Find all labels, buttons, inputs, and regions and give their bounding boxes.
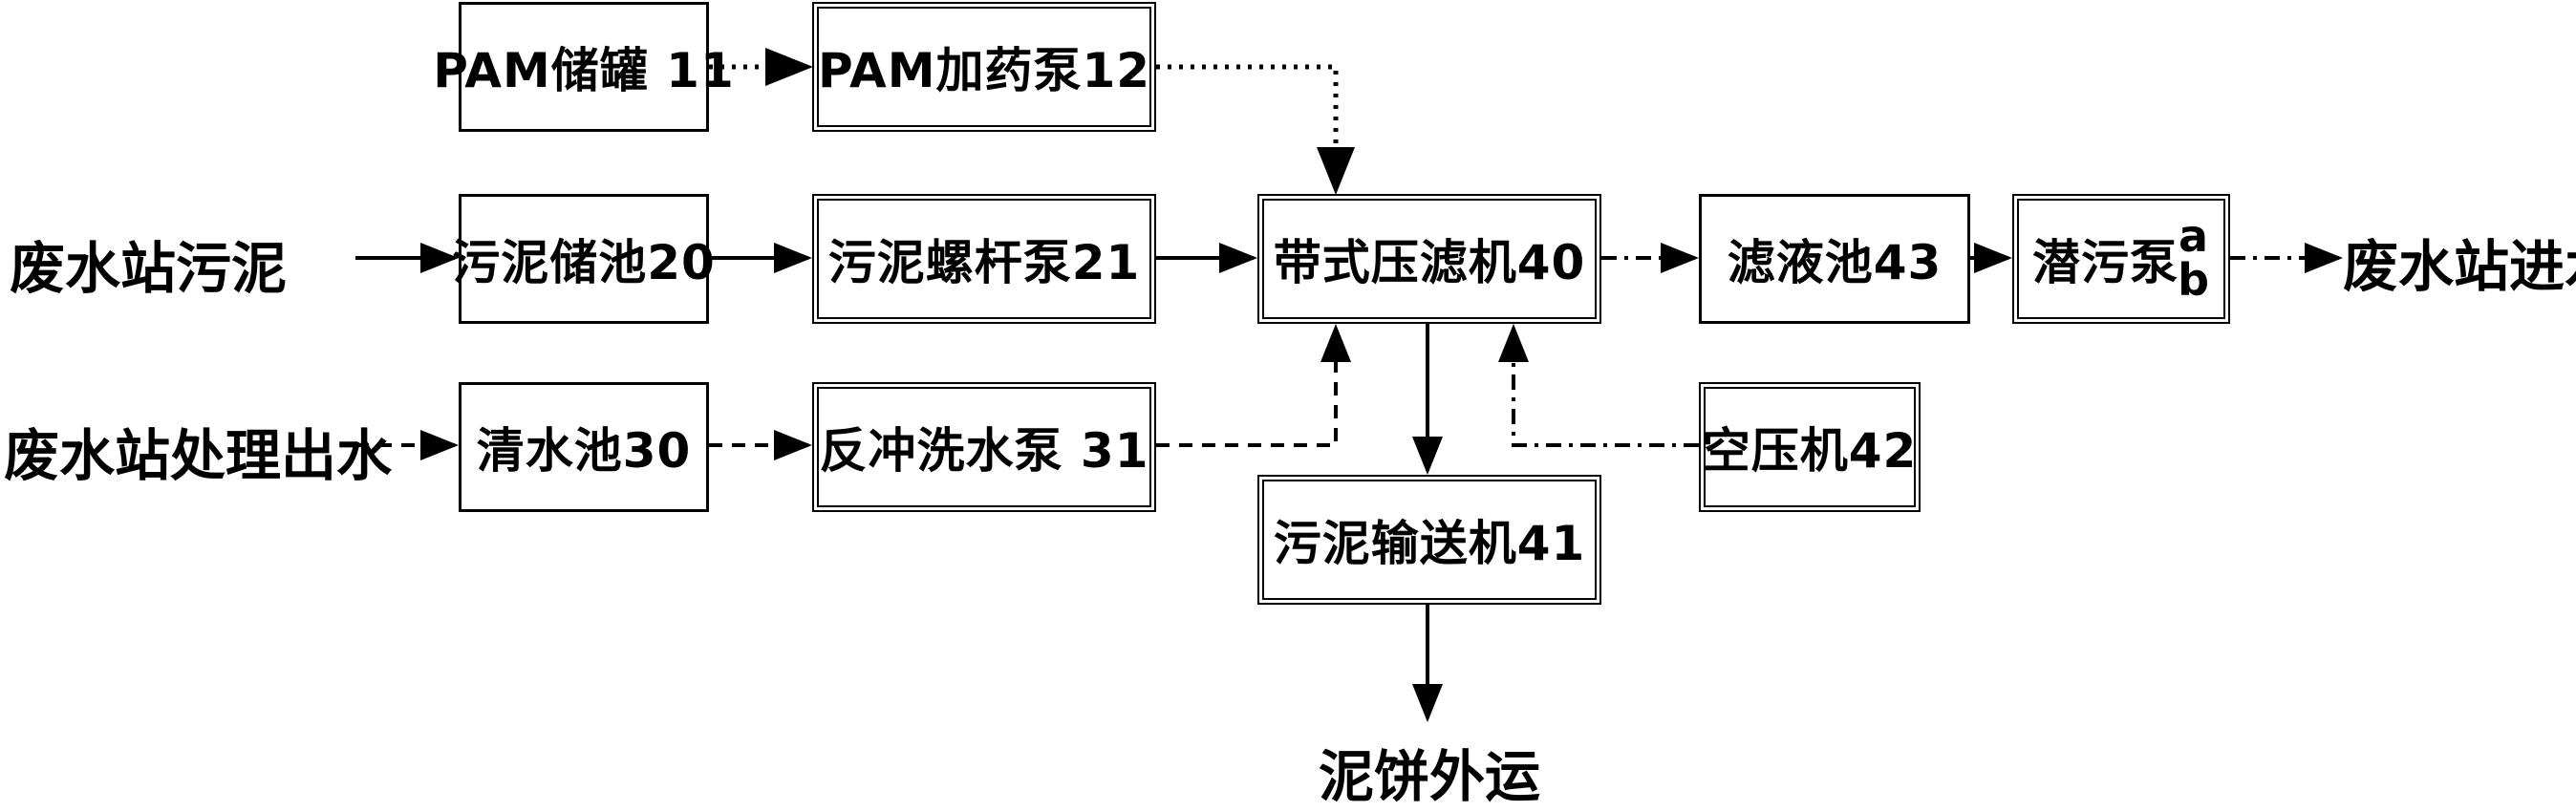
submersible-pump-label: 潜污泵 xyxy=(2032,235,2179,290)
belt-filter-press-label: 带式压滤机40 xyxy=(1273,235,1586,290)
belt-filter-press-box: 带式压滤机40 xyxy=(1257,194,1601,324)
output-sludge-cake-label: 泥饼外运 xyxy=(1319,744,1541,809)
sludge-screw-pump-label: 污泥螺杆泵21 xyxy=(827,235,1141,290)
submersible-pump-box: 潜污泵 a b xyxy=(2012,194,2230,324)
sludge-conveyor-label: 污泥输送机41 xyxy=(1273,516,1586,571)
backwash-pump-label: 反冲洗水泵 31 xyxy=(819,423,1149,479)
submersible-pump-a-label: a xyxy=(2179,210,2210,262)
backwash-pump-box: 反冲洗水泵 31 xyxy=(812,382,1156,512)
connector-backwash-to-press xyxy=(1156,324,1351,447)
sludge-storage-tank-box: 污泥储池20 xyxy=(452,194,715,324)
submersible-pump-b-label: b xyxy=(2178,254,2210,306)
output-wastewater-inlet-label: 废水站进水 xyxy=(2343,234,2576,299)
filtrate-tank-label: 滤液池43 xyxy=(1727,235,1943,290)
input-wastewater-sludge-label: 废水站污泥 xyxy=(10,236,288,301)
sludge-conveyor-box: 污泥输送机41 xyxy=(1257,475,1601,605)
connector-air-to-press xyxy=(1498,324,1699,447)
clear-water-tank-label: 清水池30 xyxy=(476,423,692,479)
pam-tank-box: PAM储罐 11 xyxy=(433,2,734,132)
pam-dosing-pump-box: PAM加药泵12 xyxy=(812,2,1156,132)
pam-tank-label: PAM储罐 11 xyxy=(433,43,735,98)
filtrate-tank-box: 滤液池43 xyxy=(1699,194,1970,324)
clear-water-tank-box: 清水池30 xyxy=(459,382,709,512)
input-treated-effluent-label: 废水站处理出水 xyxy=(4,423,393,488)
air-compressor-label: 空压机42 xyxy=(1702,423,1918,479)
pam-dosing-pump-label: PAM加药泵12 xyxy=(817,43,1151,98)
sludge-screw-pump-box: 污泥螺杆泵21 xyxy=(812,194,1156,324)
connector-pam-pump-to-press xyxy=(1156,64,1355,195)
sludge-storage-tank-label: 污泥储池20 xyxy=(452,235,716,290)
air-compressor-box: 空压机42 xyxy=(1699,382,1921,512)
submersible-pump-ab-marker: a b xyxy=(2178,214,2210,302)
